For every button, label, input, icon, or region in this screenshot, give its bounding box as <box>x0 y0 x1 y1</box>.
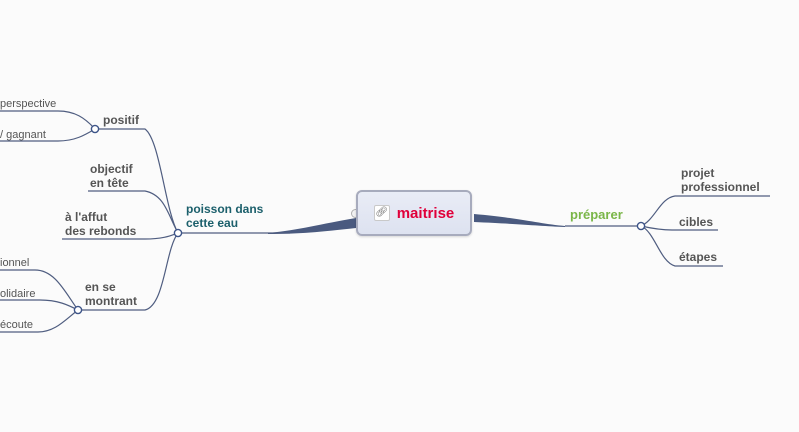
node-positif[interactable]: positif <box>103 113 139 127</box>
node-ecoute[interactable]: écoute <box>0 319 34 331</box>
connector-montrant-olidaire <box>0 299 79 311</box>
connector-poisson-positif <box>95 128 179 234</box>
link-icon[interactable]: 🔗︎ <box>373 205 390 221</box>
node-perspective[interactable]: perspective <box>0 98 57 110</box>
connector-preparer-projet <box>640 195 770 227</box>
connector-central-preparer <box>474 214 565 227</box>
connector-preparer-etapes <box>640 225 723 267</box>
connector-poisson-montrant <box>78 232 179 311</box>
node-etapes[interactable]: étapes <box>679 250 718 264</box>
node-ionnel[interactable]: ionnel <box>0 257 30 269</box>
node-dot-montrant[interactable] <box>73 305 83 315</box>
node-gagnant[interactable]: / gagnant <box>0 129 46 141</box>
node-en-se-montrant[interactable]: en se montrant <box>85 280 137 308</box>
node-dot-positif[interactable] <box>90 124 100 134</box>
node-a-laffut-des-rebonds[interactable]: à l'affut des rebonds <box>65 210 137 238</box>
node-projet-professionnel[interactable]: projet professionnel <box>681 166 760 194</box>
node-dot-preparer[interactable] <box>636 221 646 231</box>
connector-positif-perspective <box>0 110 96 130</box>
node-dot-poisson[interactable] <box>173 228 183 238</box>
node-objectif-en-tete[interactable]: objectif en tête <box>90 162 133 190</box>
node-cibles[interactable]: cibles <box>679 215 714 229</box>
central-node-label: maitrise <box>396 204 455 222</box>
node-poisson-dans-cette-eau[interactable]: poisson dans cette eau <box>186 202 264 230</box>
node-preparer[interactable]: préparer <box>570 207 623 222</box>
central-node[interactable]: 🔗︎ maitrise <box>356 190 472 236</box>
connector-montrant-ecoute <box>0 309 79 333</box>
connector-poisson-objectif <box>88 190 179 234</box>
connector-central-poisson <box>268 218 356 234</box>
node-olidaire[interactable]: olidaire <box>0 288 36 300</box>
connector-montrant-ionnel <box>0 269 79 311</box>
